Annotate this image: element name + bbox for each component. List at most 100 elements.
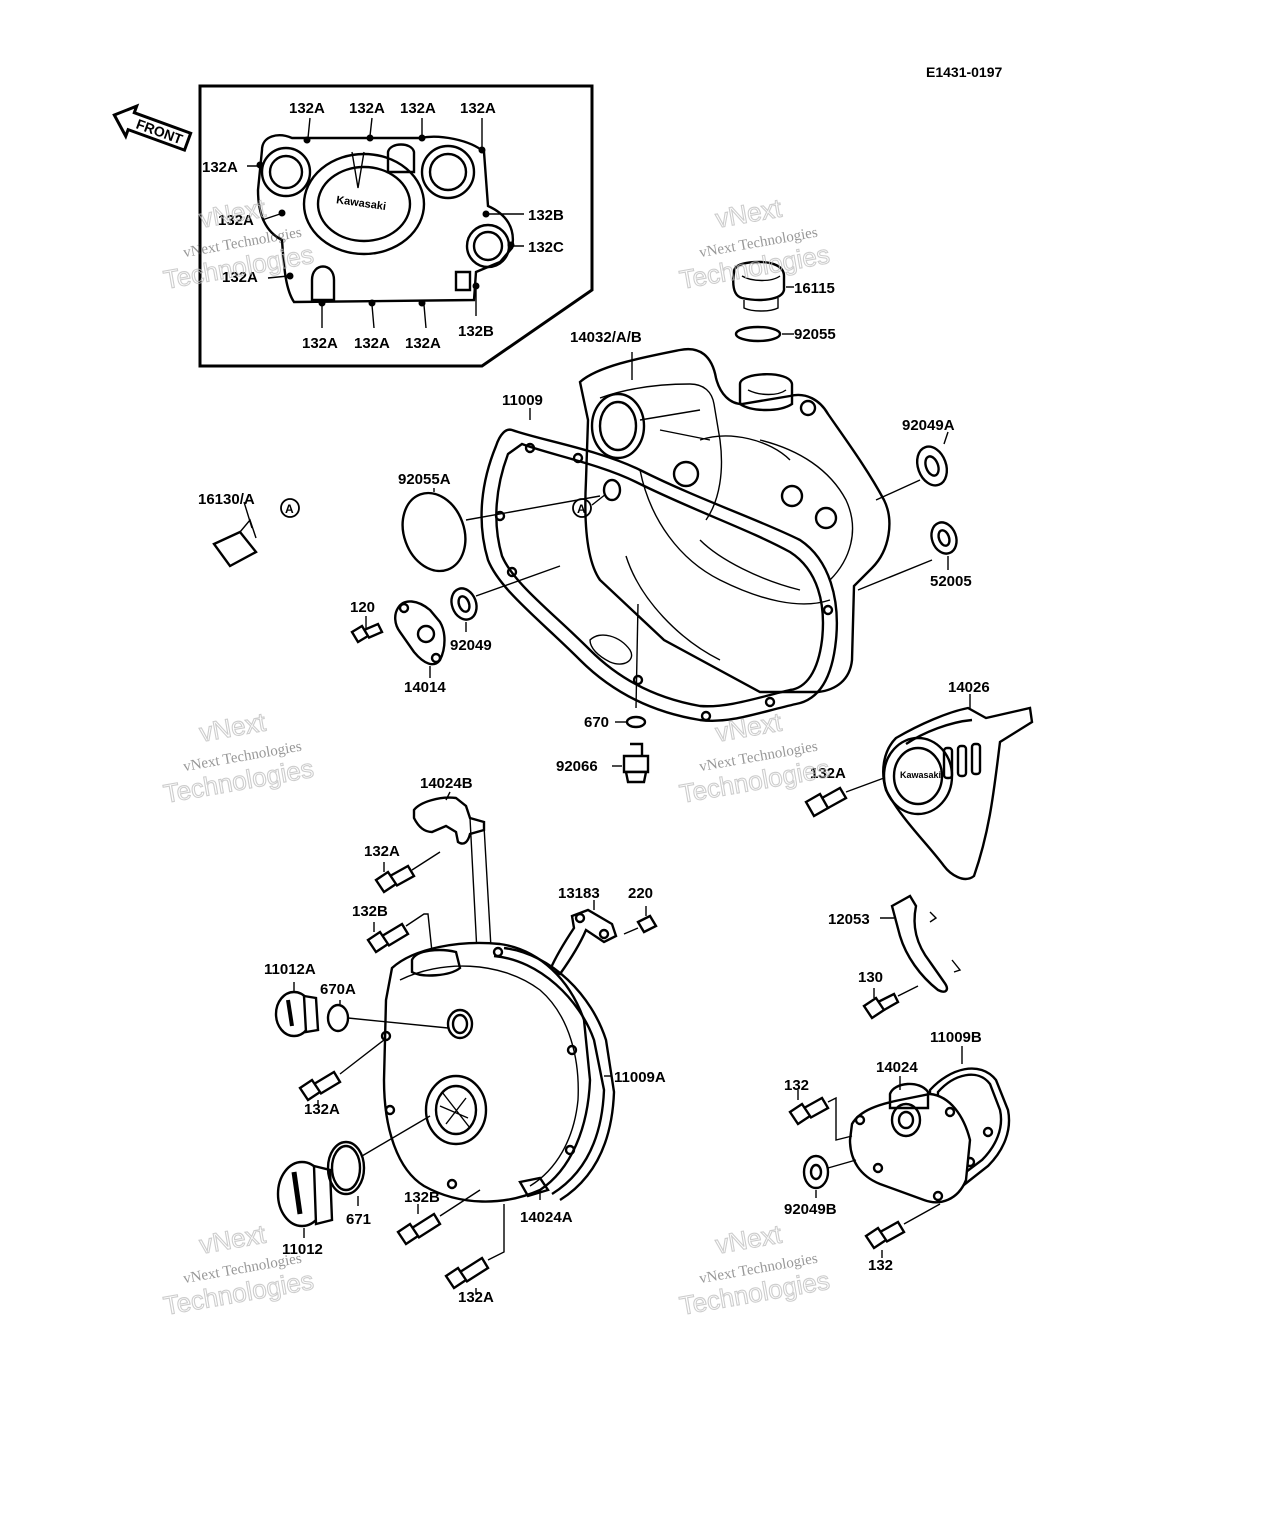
label-670: 670 [584, 714, 609, 731]
watermark-top-right: vNext Technologies vNext Technologies [677, 192, 833, 295]
reference-code: E1431-0197 [926, 64, 1003, 80]
bolt-132a-lowest [444, 1204, 505, 1294]
label-132a-14: 132A [458, 1289, 494, 1306]
label-132a-1: 132A [289, 100, 325, 117]
bolt-dot-markers [256, 134, 515, 307]
label-132a-3: 132A [400, 100, 436, 117]
label-14026: 14026 [948, 679, 990, 696]
bolt-132b-upper [366, 913, 433, 954]
watermark-bottom-left: vNext Technologies vNext Technologies [161, 1218, 317, 1321]
label-11009a: 11009A [614, 1069, 666, 1086]
bolt-130 [862, 985, 919, 1020]
label-132a-11: 132A [810, 765, 846, 782]
drain-bolt-92066 [612, 742, 650, 784]
label-92055: 92055 [794, 326, 836, 343]
gasket-11009 [480, 428, 838, 722]
label-16130: 16130/A [198, 491, 255, 508]
bolt-132a-sprocket [804, 777, 885, 818]
washer-670 [615, 715, 647, 729]
watermark-outline-1: vNext [197, 707, 268, 748]
bracket-13183 [548, 900, 618, 976]
label-132b-4: 132B [404, 1189, 440, 1206]
o-ring-671 [326, 1115, 431, 1206]
label-52005: 52005 [930, 573, 972, 590]
bolt-pattern-inset: Kawasaki [198, 84, 594, 368]
screw-220 [623, 906, 658, 935]
oil-seal-52005 [857, 521, 958, 591]
bolt-132b-lower [396, 1189, 481, 1246]
label-11009: 11009 [502, 392, 543, 409]
reference-mark-a-plug: A [285, 502, 294, 516]
bolt-132-lower [864, 1203, 941, 1258]
label-130: 130 [858, 969, 883, 986]
label-220: 220 [628, 885, 653, 902]
bolt-132a-left [298, 1039, 385, 1106]
label-13183: 13183 [558, 885, 600, 902]
bolt-132-upper [788, 1090, 853, 1141]
watermark-outline-1: vNext [713, 193, 784, 234]
label-132a-9: 132A [354, 335, 390, 352]
plug-11012a [274, 982, 320, 1038]
label-670a: 670A [320, 981, 356, 998]
label-132a-4: 132A [460, 100, 496, 117]
o-ring-670a [326, 1000, 449, 1033]
plate-14014 [394, 600, 446, 678]
label-132a-10: 132A [405, 335, 441, 352]
watermark-mid-right: vNext Technologies vNext Technologies [677, 706, 833, 809]
label-14024: 14024 [876, 1059, 918, 1076]
plug-11012 [276, 1160, 334, 1238]
o-ring-92055 [734, 325, 794, 343]
label-132a-8: 132A [302, 335, 338, 352]
label-14024a: 14024A [520, 1209, 573, 1226]
generator-cover [380, 941, 616, 1203]
label-11012: 11012 [282, 1241, 323, 1258]
label-16115: 16115 [794, 280, 835, 297]
label-92055a: 92055A [398, 471, 451, 488]
label-14014: 14014 [404, 679, 446, 696]
label-92066: 92066 [556, 758, 598, 775]
oil-filler-cap [732, 260, 794, 312]
label-92049a: 92049A [902, 417, 955, 434]
oil-seal-92049b [802, 1154, 857, 1198]
label-671: 671 [346, 1211, 371, 1228]
label-14024b: 14024B [420, 775, 473, 792]
label-132a-2: 132A [349, 100, 385, 117]
label-11012a: 11012A [264, 961, 316, 978]
watermark-outline-1: vNext [713, 1219, 784, 1260]
gasket-11009b [928, 1046, 1011, 1190]
watermark-outline-1: vNext [197, 1219, 268, 1260]
label-132-2: 132 [868, 1257, 893, 1274]
label-132a-7: 132A [222, 269, 258, 286]
crankcase-cover-14032 [578, 347, 891, 694]
label-132b-2: 132B [458, 323, 494, 340]
label-132c: 132C [528, 239, 564, 256]
sprocket-cover-14026: Kawasaki [882, 694, 1034, 881]
plug-16130: A [212, 498, 300, 568]
bolt-132a-upper [374, 851, 441, 894]
label-132a-13: 132A [304, 1101, 340, 1118]
label-132a-5: 132A [202, 159, 238, 176]
label-92049b: 92049B [784, 1201, 837, 1218]
label-14032: 14032/A/B [570, 329, 642, 346]
sprocket-cover-logo: Kawasaki [900, 770, 941, 780]
plate-12053 [880, 894, 962, 993]
bolt-120 [350, 616, 384, 644]
watermark-outline-1: vNext [713, 707, 784, 748]
label-11009b: 11009B [930, 1029, 982, 1046]
front-arrow-icon: FRONT [112, 103, 193, 153]
watermark-outline-1: vNext [197, 193, 268, 234]
watermark-mid-left: vNext Technologies vNext Technologies [161, 706, 317, 809]
label-132a-12: 132A [364, 843, 400, 860]
reference-mark-a-cover: A [572, 478, 622, 518]
oil-seal-92049a [875, 431, 949, 501]
label-132b-3: 132B [352, 903, 388, 920]
label-132a-6: 132A [218, 212, 254, 229]
label-92049: 92049 [450, 637, 492, 654]
label-132-1: 132 [784, 1077, 809, 1094]
oil-seal-92049 [450, 565, 561, 632]
label-120: 120 [350, 599, 375, 616]
label-132b-1: 132B [528, 207, 564, 224]
label-12053: 12053 [828, 911, 870, 928]
